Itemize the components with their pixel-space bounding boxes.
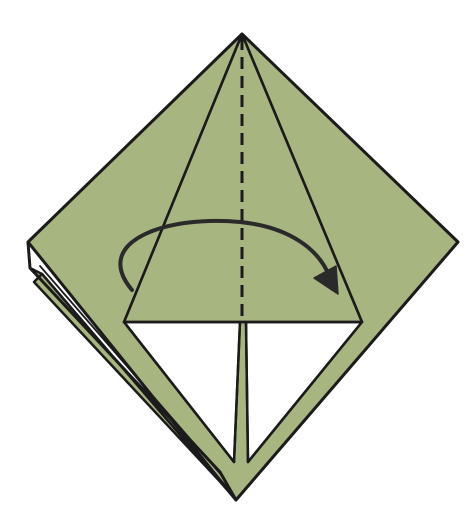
arrow-head-icon	[313, 265, 339, 295]
flap-edge-left-inner	[232, 320, 242, 464]
flap-edge-left-outer	[122, 320, 236, 464]
paper-back-layer-inner-edge	[39, 265, 225, 479]
flap-edge-right-outer	[246, 320, 364, 464]
paper-back-layer-outline	[26, 241, 238, 501]
crease-line-left	[122, 32, 244, 324]
curved-fold-arrow-icon	[118, 218, 332, 292]
crease-line-right	[240, 32, 364, 324]
flap-edge-right-inner	[244, 320, 250, 464]
